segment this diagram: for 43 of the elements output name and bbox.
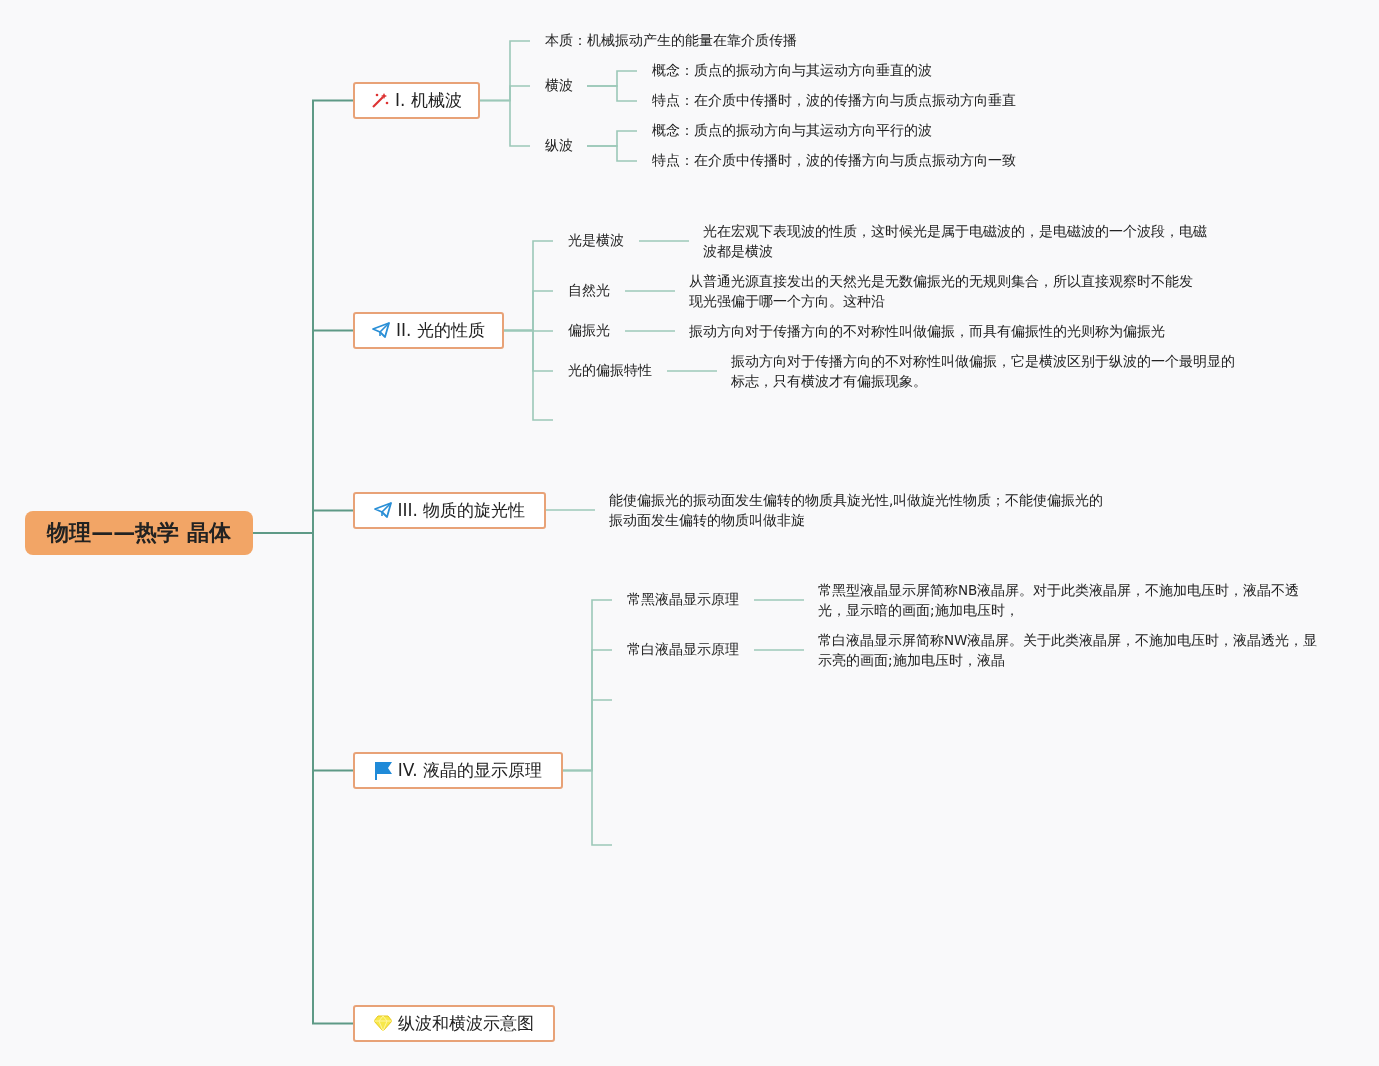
topic-box (353, 492, 546, 529)
branch-label: 横波 (530, 74, 587, 98)
topic-label: I. 机械波 (395, 89, 462, 112)
connector-line (666, 370, 718, 372)
branch-label: 自然光 (553, 279, 625, 303)
branch-label: 概念：质点的振动方向与其运动方向垂直的波 (637, 59, 977, 83)
connector-line (503, 329, 554, 421)
root-topic-box: 物理——热学 晶体 (25, 511, 253, 555)
branch-label: 特点：在介质中传播时，波的传播方向与质点振动方向一致 (637, 149, 1037, 173)
note-text: 振动方向对于传播方向的不对称性叫做偏振，它是横波区别于纵波的一个最明显的标志，只有横波才有偏振现象。 (717, 351, 1237, 391)
connector-line (586, 85, 638, 102)
branch-label: 本质：机械振动产生的能量在靠介质传播 (530, 29, 830, 53)
topic-label: III. 物质的旋光性 (397, 499, 526, 522)
connector-line (545, 509, 596, 511)
branch-label: 偏振光 (553, 319, 625, 343)
note-text: 能使偏振光的振动面发生偏转的物质具旋光性,叫做旋光性物质；不能使偏振光的振动面发生偏转的物质叫做非旋 (595, 490, 1115, 530)
topic-box (353, 82, 480, 119)
connector-line (624, 290, 676, 292)
topic-label: 纵波和横波示意图 (398, 1012, 534, 1035)
topic-box (353, 1005, 555, 1042)
note-text: 从普通光源直接发出的天然光是无数偏振光的无规则集合，所以直接观察时不能发现光强偏于哪一个方向。这种沿 (675, 271, 1195, 311)
branch-label: 常白液晶显示原理 (612, 638, 754, 662)
note-text: 常白液晶显示屏简称NW液晶屏。关于此类液晶屏，不施加电压时，液晶透光，显示亮的画面;施加电压时，液晶 (804, 630, 1324, 670)
branch-label: 光的偏振特性 (553, 359, 667, 383)
branch-label: 常黑液晶显示原理 (612, 588, 754, 612)
topic-label: IV. 液晶的显示原理 (397, 759, 543, 782)
connector-line (624, 330, 676, 332)
topic-box (353, 752, 563, 789)
branch-label: 概念：质点的振动方向与其运动方向平行的波 (637, 119, 977, 143)
note-text: 常黑型液晶显示屏简称NB液晶屏。对于此类液晶屏，不施加电压时，液晶不透光，显示暗的画面;施加电压时， (804, 580, 1324, 620)
note-text: 振动方向对于传播方向的不对称性叫做偏振，而具有偏振性的光则称为偏振光 (675, 319, 1195, 343)
connector-line (586, 145, 638, 162)
connector-line (638, 240, 690, 242)
note-text: 光在宏观下表现波的性质，这时候光是属于电磁波的，是电磁波的一个波段，电磁波都是横波 (689, 221, 1209, 261)
connector-line (753, 599, 805, 601)
branch-label: 特点：在介质中传播时，波的传播方向与质点振动方向垂直 (637, 89, 1037, 113)
topic-box (353, 312, 504, 349)
branch-label: 光是横波 (553, 229, 639, 253)
branch-label: 纵波 (530, 134, 587, 158)
connector-line (479, 99, 531, 147)
connector-line (562, 769, 613, 846)
topic-label: II. 光的性质 (396, 319, 485, 342)
connector-line (753, 649, 805, 651)
